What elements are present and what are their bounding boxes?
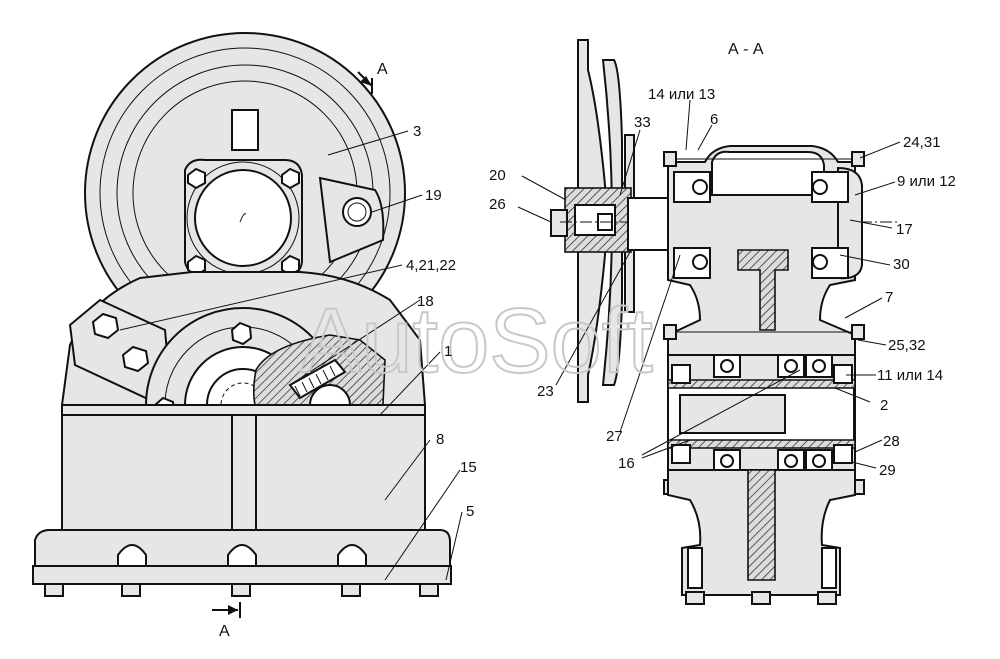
- callout-1: 1: [444, 343, 452, 360]
- callout-4-21-22: 4,21,22: [406, 257, 456, 274]
- callout-7: 7: [885, 289, 893, 306]
- callout-9-12: 9 или 12: [897, 173, 956, 190]
- callout-25-32: 25,32: [888, 337, 926, 354]
- plug-19: [342, 197, 372, 227]
- section-title: А - А: [728, 41, 764, 58]
- callout-30: 30: [893, 256, 910, 273]
- callout-24-31: 24,31: [903, 134, 941, 151]
- leader-lines: [119, 99, 901, 581]
- flange-bolts-top: [187, 167, 300, 277]
- callout-16: 16: [618, 455, 635, 472]
- callout-2: 2: [880, 397, 888, 414]
- section-arrow-top: [357, 71, 373, 94]
- labels: А А А - А 3 19 4,21,22 18 1 8 15 5 14 ил…: [219, 41, 956, 640]
- callout-23: 23: [537, 383, 554, 400]
- pulley-spoke-top: [231, 109, 259, 151]
- section-mark-bottom: А: [219, 623, 230, 640]
- callout-18: 18: [417, 293, 434, 310]
- callout-19: 19: [425, 187, 442, 204]
- callout-26: 26: [489, 196, 506, 213]
- callout-27: 27: [606, 428, 623, 445]
- callout-5: 5: [466, 503, 474, 520]
- callout-29: 29: [879, 462, 896, 479]
- watermark: AutoSoft: [300, 290, 653, 392]
- callout-17: 17: [896, 221, 913, 238]
- front-view: [32, 32, 452, 618]
- upper-bearings: [673, 171, 849, 279]
- callout-11-14: 11 или 14: [877, 367, 943, 384]
- callout-33: 33: [634, 114, 651, 131]
- upper-shaft-cap: [194, 169, 292, 267]
- callout-14-13: 14 или 13: [648, 86, 715, 103]
- middle-bearings: [671, 354, 853, 473]
- section-arrow-bottom: [212, 602, 241, 618]
- callout-15: 15: [460, 459, 477, 476]
- callout-3: 3: [413, 123, 421, 140]
- gear-lower: [747, 469, 776, 581]
- callout-20: 20: [489, 167, 506, 184]
- bolt-26: [550, 209, 568, 237]
- callout-28: 28: [883, 433, 900, 450]
- section-mark-top: А: [377, 61, 388, 78]
- callout-6: 6: [710, 111, 718, 128]
- gear-upper: [737, 249, 789, 331]
- base-bolts: [44, 583, 439, 597]
- callout-8: 8: [436, 431, 444, 448]
- section-view: [550, 39, 900, 605]
